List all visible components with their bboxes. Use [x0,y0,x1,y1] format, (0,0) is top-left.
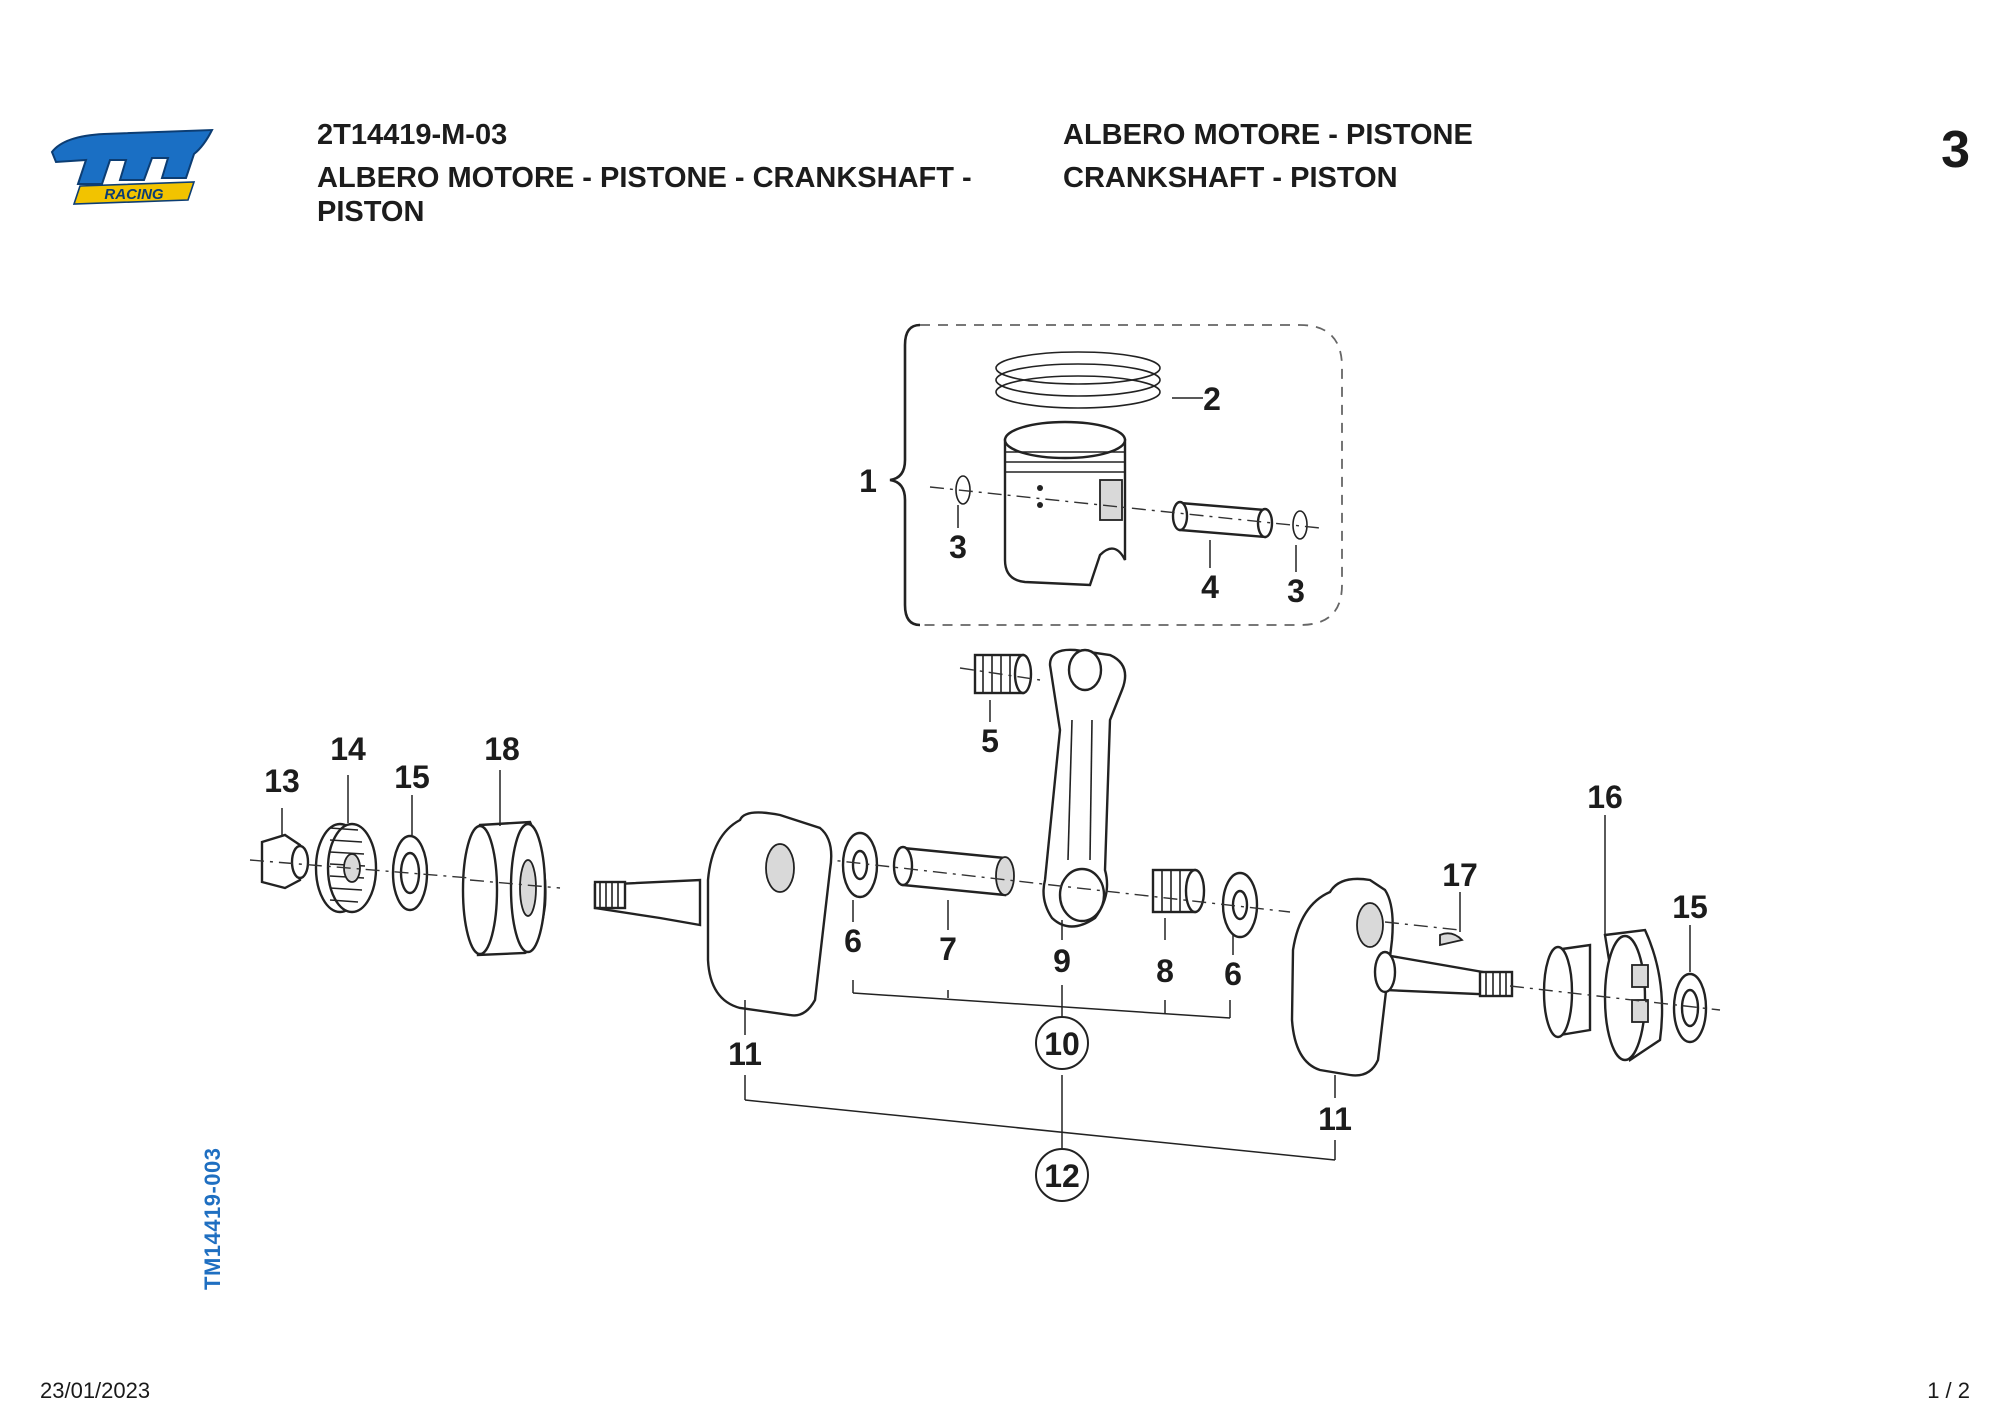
callout-13: 13 [264,763,300,799]
callout-7: 7 [939,931,957,967]
callout-9: 9 [1053,943,1071,979]
callout-15-right: 15 [1672,889,1708,925]
big-end-bearing [1151,868,1206,914]
leader-lines [281,397,1691,1202]
group-brace [889,323,921,627]
group-12-circle [1035,1148,1089,1202]
piston-rings [995,351,1161,409]
page-number: 3 [1941,121,1970,179]
callout-3-right: 3 [1287,573,1305,609]
callout-6-right: 6 [1224,956,1242,992]
callout-15-left: 15 [394,759,430,795]
callout-11-left: 11 [728,1036,762,1072]
circlip-right [1292,510,1308,540]
logo-racing-text: RACING [104,186,163,203]
flywheel-right [1290,877,1394,1077]
small-end-bearing [973,653,1033,695]
crankshaft-left-end [593,878,702,927]
callout-5: 5 [981,723,999,759]
circlip-left [955,475,971,505]
oil-seal-left [391,834,429,912]
footer-page-count: 1 / 2 [1927,1378,1970,1403]
callout-4: 4 [1201,569,1219,605]
piston-group-box [920,324,1343,626]
callout-17: 17 [1442,857,1478,893]
callout-12: 12 [1044,1158,1080,1194]
main-bearing-left [461,820,547,957]
main-bearing-right [1542,928,1664,1062]
oil-seal-right [1672,972,1708,1044]
callout-2: 2 [1203,381,1221,417]
callout-8: 8 [1156,953,1174,989]
thrust-washer-left [841,831,879,899]
callout-1: 1 [859,463,877,499]
callout-10: 10 [1044,1026,1080,1062]
callout-18: 18 [484,731,520,767]
document-title: ALBERO MOTORE - PISTONE - CRANKSHAFT - P… [317,162,972,228]
document-code: 2T14419-M-03 [317,119,508,151]
woodruff-key [1439,932,1464,947]
callout-16: 16 [1587,779,1623,815]
crankshaft-nut [260,833,310,890]
crank-pin [892,845,1015,897]
connecting-rod [1042,648,1127,928]
footer-date: 23/01/2023 [40,1378,151,1403]
title-italian: ALBERO MOTORE - PISTONE [1063,119,1473,151]
piston [1003,420,1127,587]
callout-14: 14 [330,731,366,767]
callout-3-left: 3 [949,529,967,565]
callout-labels: 1 2 3 3 4 5 6 6 7 8 9 10 11 11 12 13 14 … [264,381,1708,1194]
piston-pin [1171,500,1274,539]
tm-racing-logo: RACING [50,128,214,205]
group-10-circle [1035,1016,1089,1070]
title-english: CRANKSHAFT - PISTON [1063,162,1398,194]
callout-6-left: 6 [844,923,862,959]
crankshaft-right-end [1373,950,1514,998]
flywheel-left [706,811,833,1017]
callout-11-right: 11 [1318,1101,1352,1137]
